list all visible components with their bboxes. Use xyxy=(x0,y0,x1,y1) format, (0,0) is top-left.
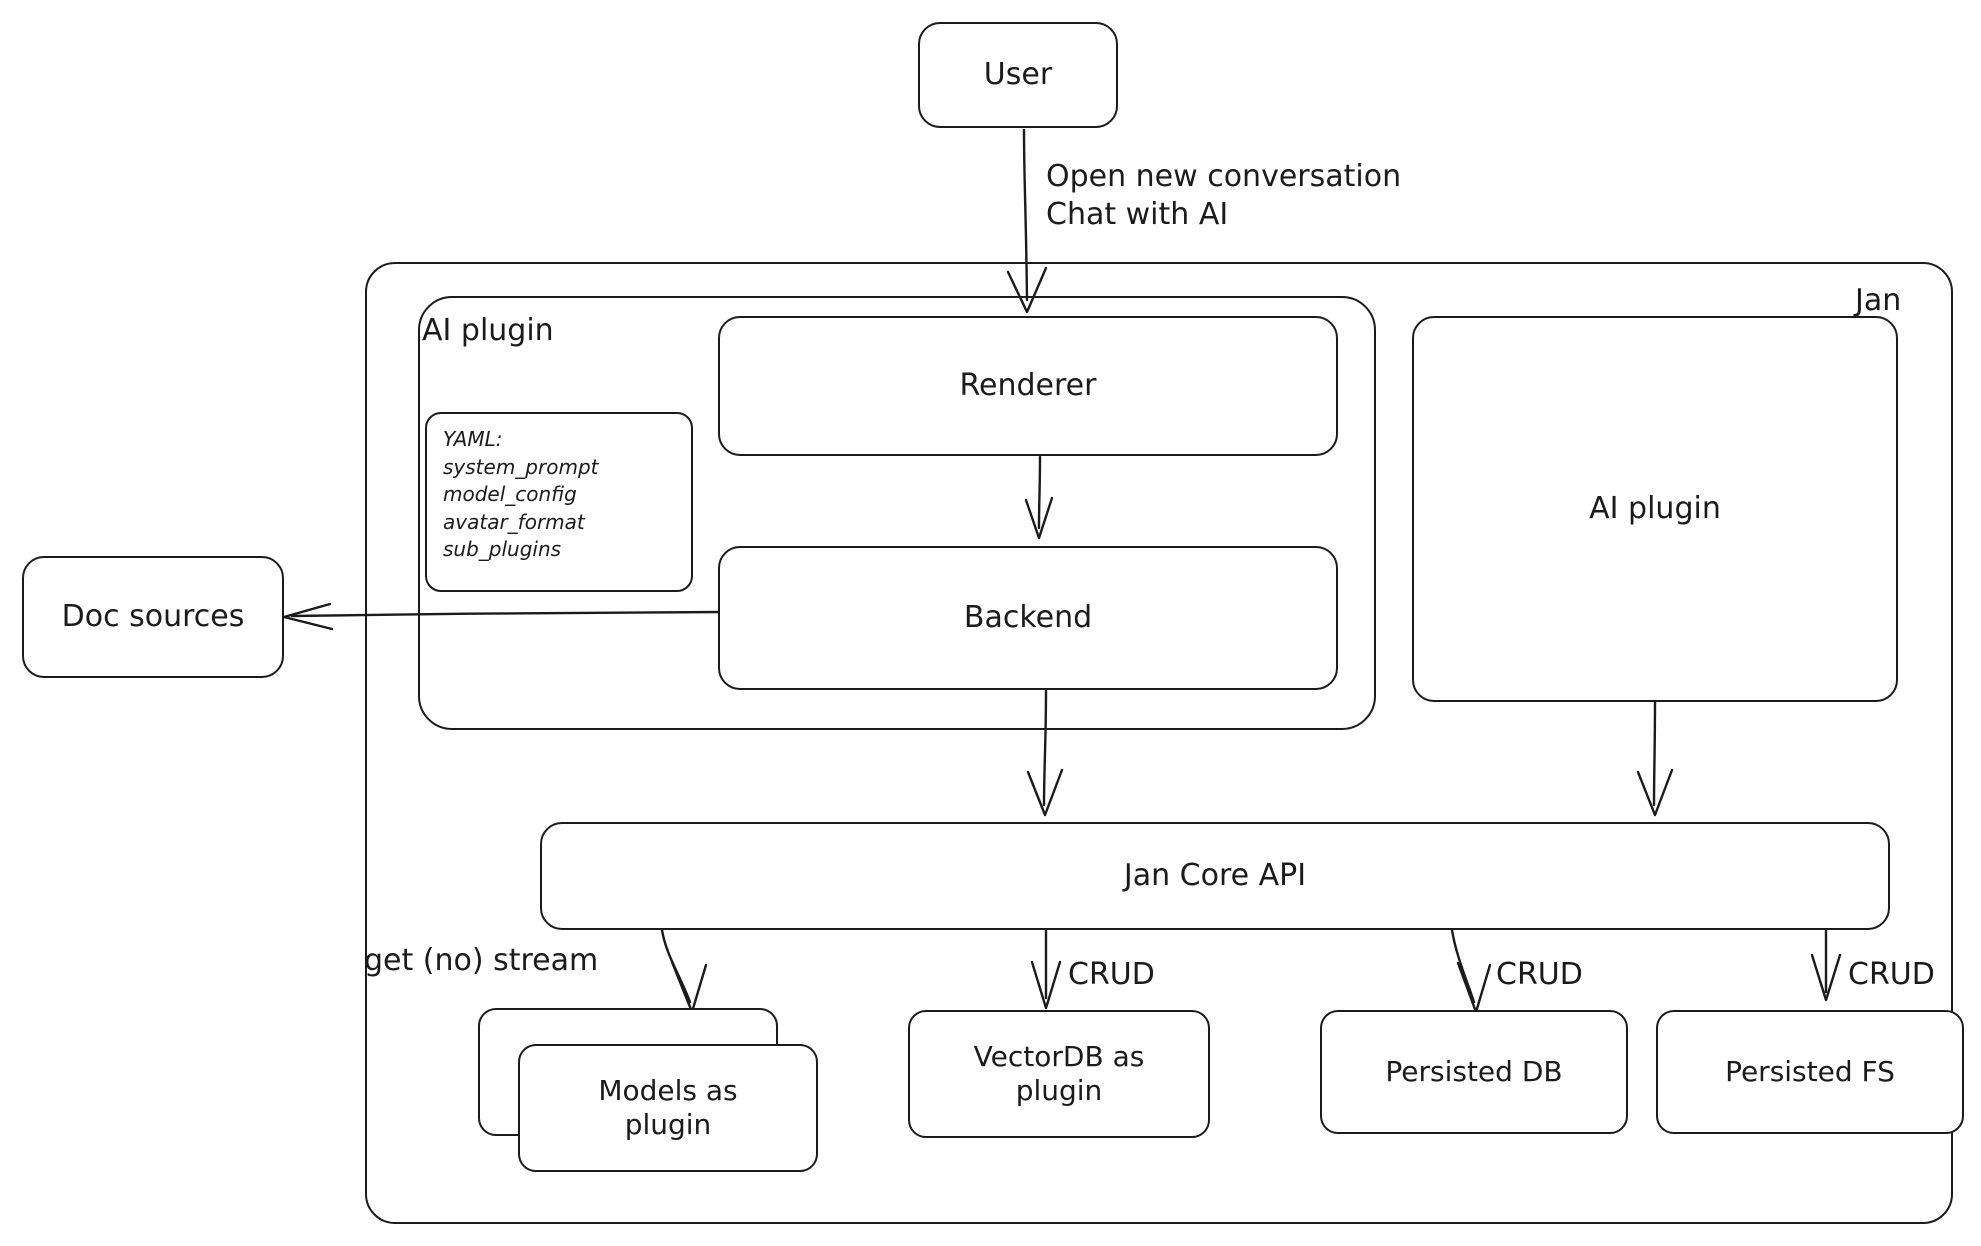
node-persisted-fs-label: Persisted FS xyxy=(1725,1054,1895,1088)
node-jan-core-api[interactable]: Jan Core API xyxy=(540,822,1890,930)
yaml-header: YAML: xyxy=(443,427,503,451)
node-persisted-db[interactable]: Persisted DB xyxy=(1320,1010,1628,1134)
ai-plugin-group-label: AI plugin xyxy=(422,313,554,348)
node-persisted-db-label: Persisted DB xyxy=(1385,1054,1563,1088)
node-models-as-plugin-label: Models as plugin xyxy=(598,1073,738,1141)
node-user[interactable]: User xyxy=(918,22,1118,128)
node-backend-label: Backend xyxy=(963,599,1093,635)
node-renderer-label: Renderer xyxy=(959,367,1097,403)
node-ai-plugin-right-label: AI plugin xyxy=(1589,490,1721,526)
edge-label-user-to-renderer: Open new conversation Chat with AI xyxy=(1046,159,1402,232)
node-backend[interactable]: Backend xyxy=(718,546,1338,690)
yaml-config-card: YAML: system_prompt model_config avatar_… xyxy=(425,412,693,592)
node-ai-plugin-right[interactable]: AI plugin xyxy=(1412,316,1898,702)
edge-label-core-to-persisted-fs: CRUD xyxy=(1848,957,1935,992)
jan-container-label: Jan xyxy=(1855,283,1902,318)
yaml-key-sub-plugins: sub_plugins xyxy=(443,537,562,562)
node-persisted-fs[interactable]: Persisted FS xyxy=(1656,1010,1964,1134)
node-renderer[interactable]: Renderer xyxy=(718,316,1338,456)
yaml-key-model-config: model_config xyxy=(443,482,577,507)
edge-label-core-to-persisted-db: CRUD xyxy=(1496,957,1583,992)
yaml-key-system-prompt: system_prompt xyxy=(443,454,599,479)
node-jan-core-api-label: Jan Core API xyxy=(1123,857,1307,893)
node-doc-sources-label: Doc sources xyxy=(61,598,245,634)
edge-label-core-to-vectordb: CRUD xyxy=(1068,957,1155,992)
node-models-as-plugin[interactable]: Models as plugin xyxy=(518,1044,818,1172)
edge-label-core-to-models: get (no) stream xyxy=(364,943,599,978)
node-vectordb-as-plugin-label: VectorDB as plugin xyxy=(973,1039,1145,1107)
jan-container xyxy=(365,262,1953,1224)
ai-plugin-group xyxy=(418,296,1376,730)
yaml-key-avatar-format: avatar_format xyxy=(443,509,585,534)
node-user-label: User xyxy=(983,56,1053,92)
node-vectordb-as-plugin[interactable]: VectorDB as plugin xyxy=(908,1010,1210,1138)
node-doc-sources[interactable]: Doc sources xyxy=(22,556,284,678)
